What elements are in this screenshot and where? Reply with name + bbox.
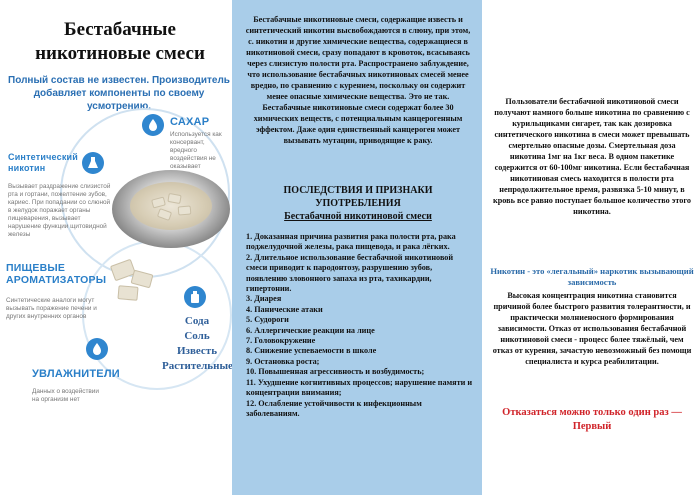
sugar-icon — [142, 114, 164, 136]
nicotine-card: Синтетический никотин — [8, 152, 78, 174]
quit-slogan: Отказаться можно только один раз — Первы… — [502, 407, 682, 432]
nicotine-description: Вызывает раздражение слизистой рта и гор… — [8, 183, 111, 238]
flavors-card: ПИЩЕВЫЕ АРОМАТИЗАТОРЫ — [6, 262, 116, 286]
pouch — [177, 205, 192, 216]
nicotine-icon — [82, 152, 104, 174]
list-item: 5. Судороги — [246, 315, 289, 325]
pouch — [151, 196, 166, 209]
list-item: 8. Снижение успеваемости в школе — [246, 346, 377, 356]
flavors-description: Синтетические аналоги могут вызывать пор… — [6, 297, 97, 320]
pouch — [117, 285, 139, 301]
list-item: 2. Длительное использование бестабачной … — [246, 252, 454, 294]
ingredient-item: Растительные — [162, 360, 232, 372]
dosage-paragraph: Пользователи бестабачной никотиновой сме… — [493, 97, 691, 216]
composition-note: Полный состав не известен. Производитель… — [8, 75, 230, 112]
consequences-list: 1. Доказанная причина развития рака поло… — [246, 232, 474, 419]
list-item: 11. Ухудшение когнитивных процессов; нар… — [246, 377, 473, 398]
ingredients-list: Сода Соль Известь Растительные — [162, 314, 232, 374]
flavors-heading: ПИЩЕВЫЕ АРОМАТИЗАТОРЫ — [6, 262, 107, 286]
pouch — [156, 208, 173, 221]
tin-contents — [130, 182, 212, 230]
sugar-card: САХАР Используется как консервант, вредн… — [170, 116, 232, 171]
flavors-bottle-icon — [184, 286, 206, 308]
humectant-drop-icon — [86, 338, 108, 360]
consequences-title: ПОСЛЕДСТВИЯ И ПРИЗНАКИ УПОТРЕБЛЕНИЯ — [283, 185, 433, 209]
list-item: 7. Головокружение — [246, 336, 316, 346]
list-item: 9. Остановка роста; — [246, 356, 320, 366]
flavors-details: Синтетические аналоги могут вызывать пор… — [6, 294, 106, 321]
right-panel: Пользователи бестабачной никотиновой сме… — [482, 0, 700, 495]
sugar-description: Используется как консервант, вредного во… — [170, 131, 222, 170]
intro-paragraph: Бестабачные никотиновые смеси, содержащи… — [245, 15, 471, 145]
ingredient-item: Сода — [184, 315, 210, 327]
pouch — [167, 192, 182, 205]
snus-tin-illustration — [112, 170, 230, 248]
left-panel: Бестабачные никотиновые смеси Полный сос… — [0, 0, 232, 495]
nicotine-details: Вызывает раздражение слизистой рта и гор… — [8, 180, 112, 239]
ingredient-item: Известь — [176, 345, 218, 357]
list-item: 10. Повышенная агрессивность и возбудимо… — [246, 367, 425, 377]
list-item: 4. Панические атаки — [246, 304, 323, 314]
addiction-heading: Никотин - это «легальный» наркотик вызыв… — [490, 266, 694, 287]
list-item: 1. Доказанная причина развития рака поло… — [246, 232, 456, 252]
brochure-title: Бестабачные никотиновые смеси — [35, 19, 205, 64]
sugar-heading: САХАР — [170, 116, 210, 128]
list-item: 12. Ослабление устойчивости к инфекционн… — [246, 398, 422, 418]
humectants-description: Данных о воздействии на организм нет — [32, 388, 99, 403]
nicotine-heading: Синтетический никотин — [8, 152, 78, 173]
dependence-paragraph: Высокая концентрация никотина становится… — [492, 291, 692, 366]
consequences-heading: ПОСЛЕДСТВИЯ И ПРИЗНАКИ УПОТРЕБЛЕНИЯ Бест… — [244, 184, 472, 223]
list-item: 6. Аллергические реакции на лице — [246, 325, 375, 335]
consequences-subtitle: Бестабачной никотиновой смеси — [284, 211, 432, 222]
ingredient-item: Соль — [184, 330, 210, 342]
humectants-heading: УВЛАЖНИТЕЛИ — [32, 368, 120, 380]
list-item: 3. Диарея — [246, 294, 282, 304]
middle-panel: Бестабачные никотиновые смеси, содержащи… — [232, 0, 482, 495]
humectants-card: УВЛАЖНИТЕЛИ Данных о воздействии на орга… — [32, 368, 142, 404]
